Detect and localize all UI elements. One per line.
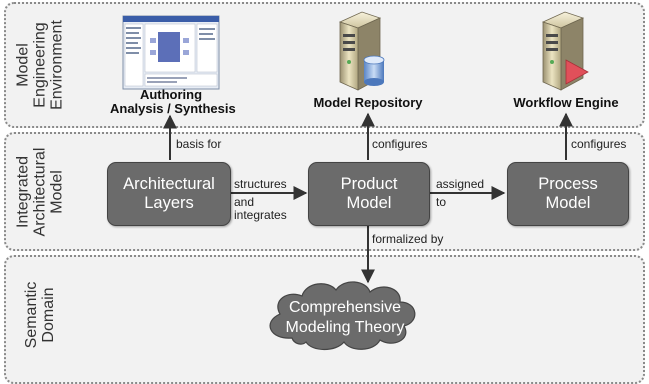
node-label-line: Product bbox=[340, 175, 398, 193]
node-label-line: Architectural bbox=[123, 175, 215, 193]
authoring-title-line1: Authoring bbox=[139, 87, 203, 102]
edge-label-structures: structures bbox=[234, 177, 287, 191]
edge-label-and: and bbox=[234, 195, 255, 209]
edge-label-assigned: assigned bbox=[436, 177, 485, 191]
node-architectural-layers[interactable]: Architectural Layers bbox=[107, 162, 231, 226]
theory-label-line1: Comprehensive bbox=[288, 299, 402, 316]
node-label-line: Layers bbox=[144, 194, 194, 212]
workflow-server-icon bbox=[541, 11, 589, 91]
comprehensive-modeling-theory-cloud bbox=[269, 281, 416, 351]
band-model-engineering-environment: Model Engineering Environment bbox=[4, 2, 645, 128]
edge-label-integrates: integrates bbox=[234, 208, 287, 222]
theory-label: Comprehensive Modeling Theory bbox=[270, 298, 420, 338]
authoring-title: Authoring Analysis / Synthesis bbox=[110, 87, 236, 116]
edge-label-configures-repository: configures bbox=[372, 137, 428, 151]
theory-label-line2: Modeling Theory bbox=[285, 319, 405, 336]
node-product-model[interactable]: Product Model bbox=[308, 162, 430, 226]
model-repository-title: Model Repository bbox=[313, 95, 423, 110]
node-label-line: Model bbox=[545, 194, 591, 212]
edge-label-basis-for: basis for bbox=[176, 137, 222, 151]
node-label-line: Process bbox=[538, 175, 598, 193]
edge-label-to: to bbox=[436, 195, 447, 209]
node-label-line: Model bbox=[346, 194, 392, 212]
repository-server-icon bbox=[338, 11, 385, 91]
edge-label-formalized-by: formalized by bbox=[372, 232, 444, 246]
play-icon bbox=[565, 59, 589, 85]
authoring-tool-screenshot-icon bbox=[122, 15, 220, 90]
edge-label-configures-workflow: configures bbox=[571, 137, 627, 151]
node-process-model[interactable]: Process Model bbox=[507, 162, 629, 226]
workflow-engine-title: Workflow Engine bbox=[513, 95, 619, 110]
authoring-title-line2: Analysis / Synthesis bbox=[110, 101, 236, 116]
diagram-graphics bbox=[122, 11, 589, 351]
